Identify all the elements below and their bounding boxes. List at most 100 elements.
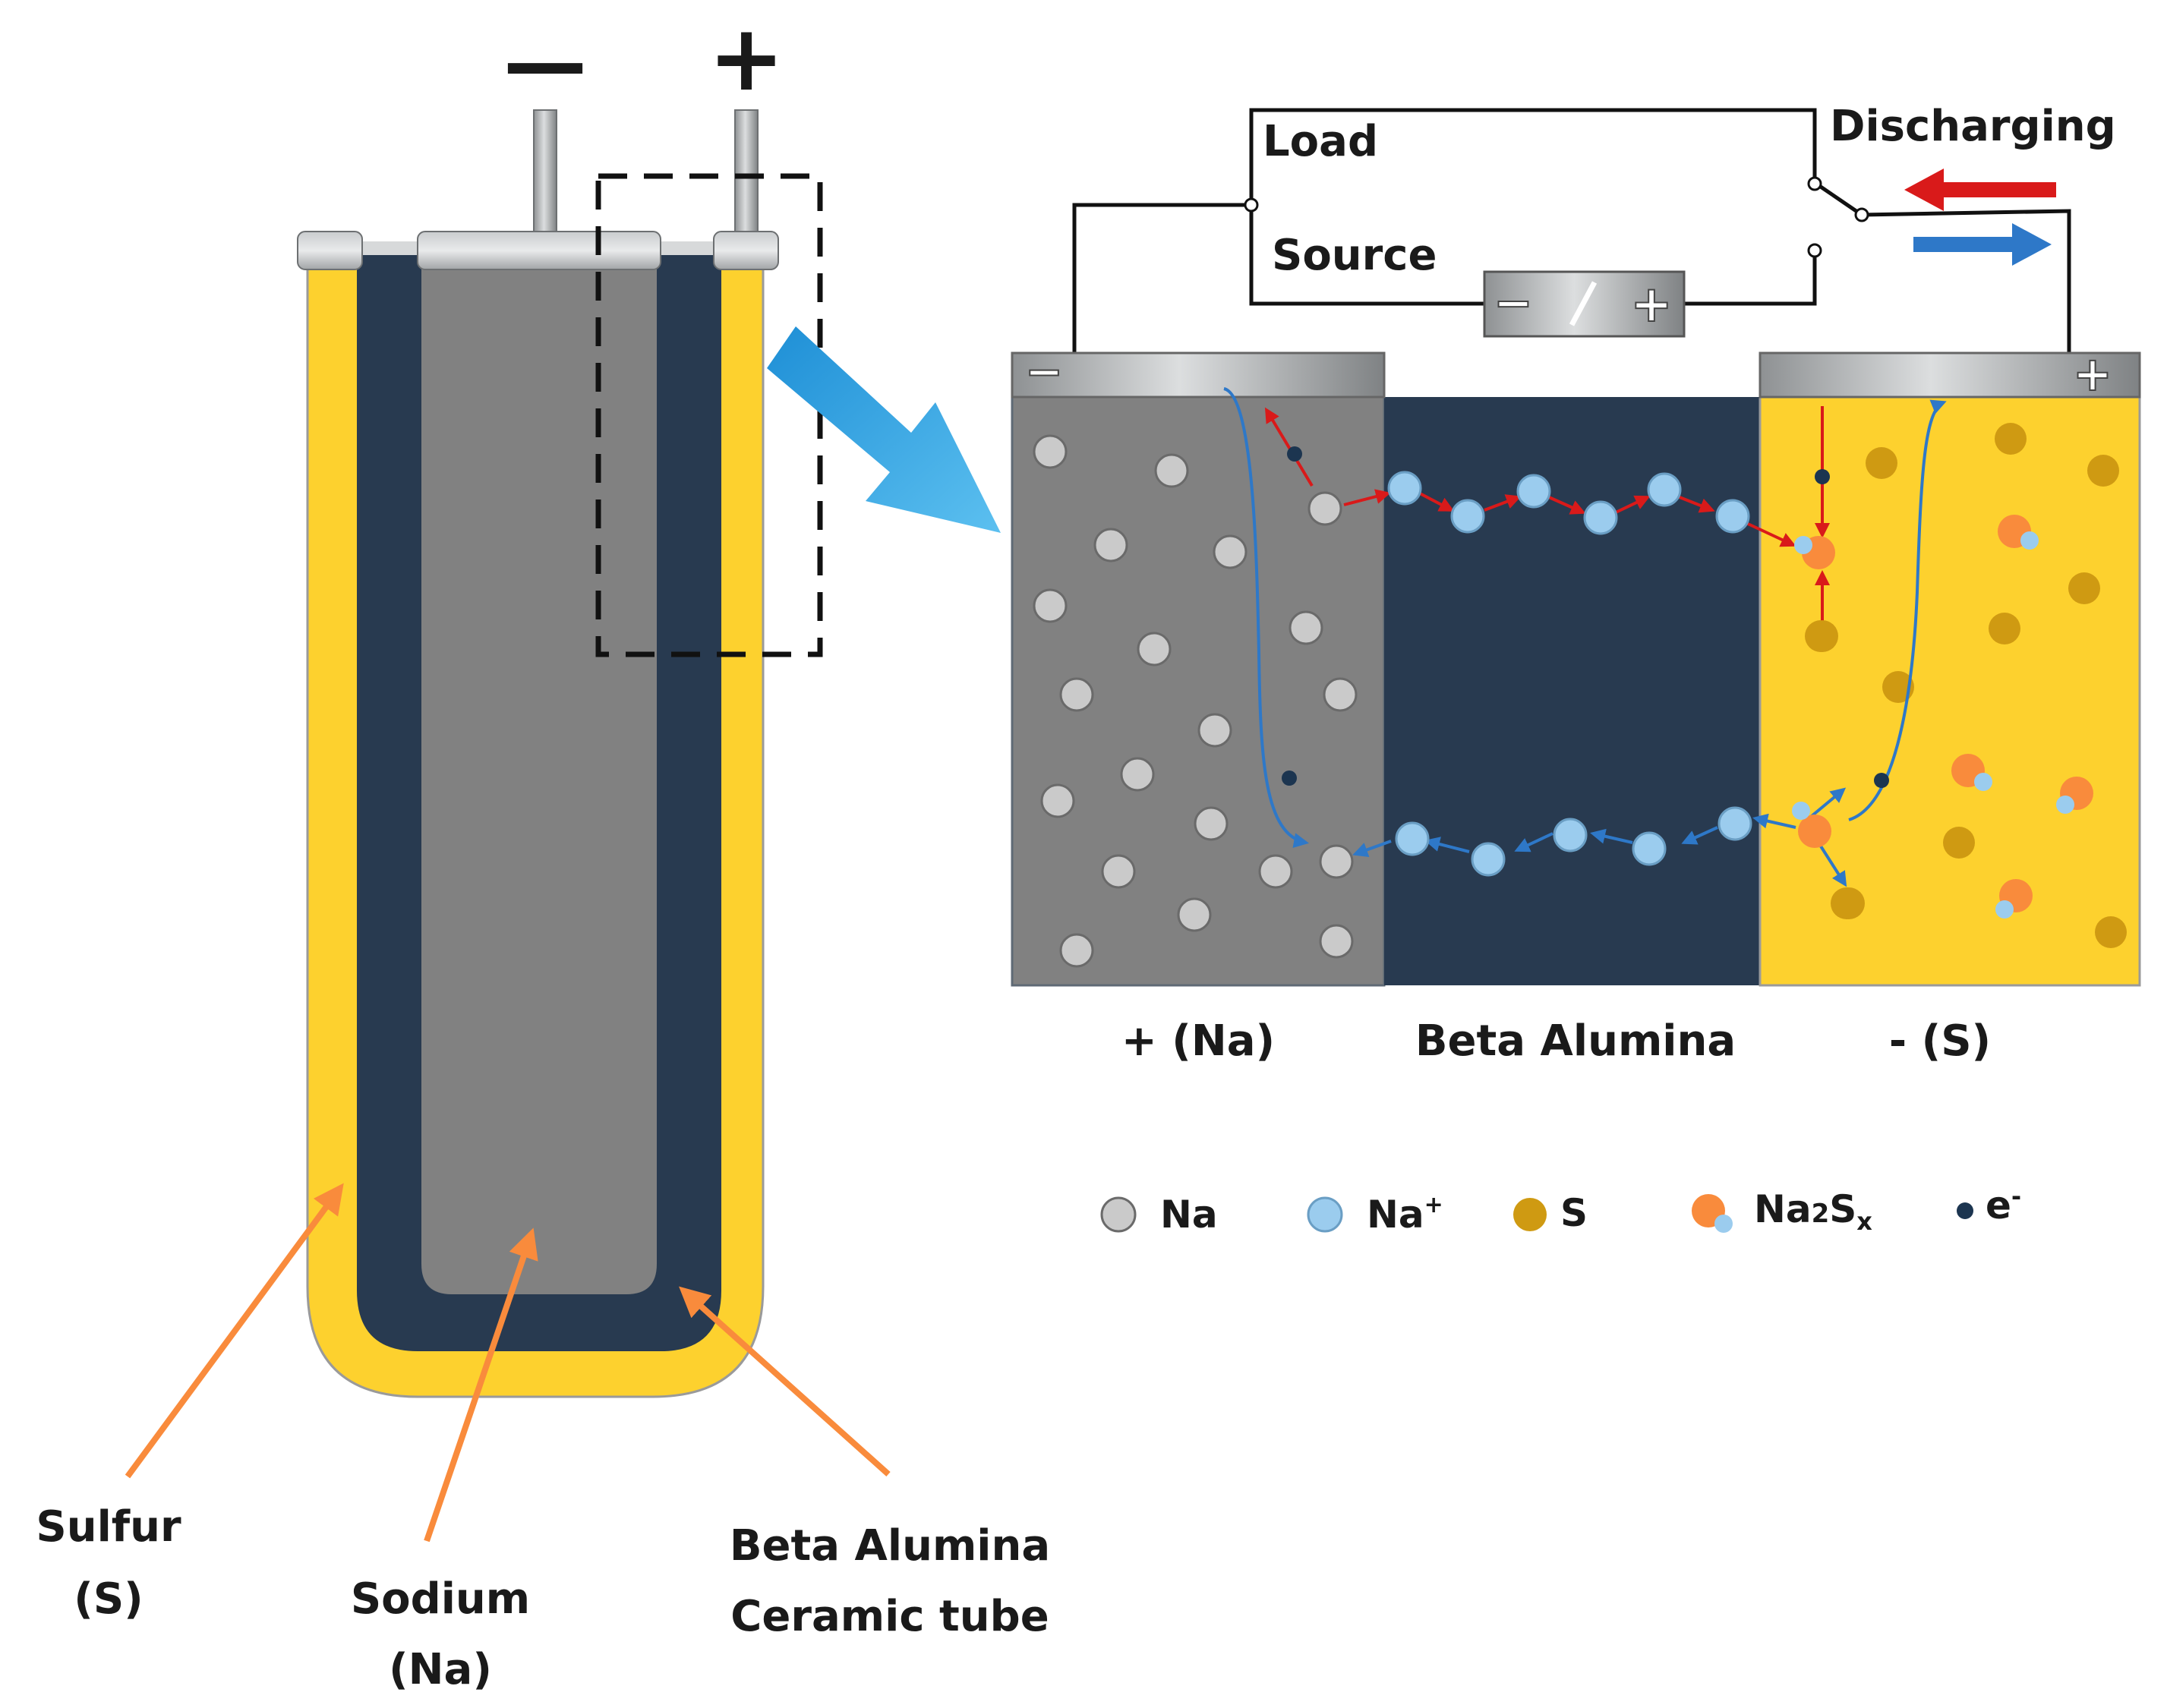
na2sx-dissociating: [1798, 815, 1831, 848]
discharge-electron-arrow: [1264, 407, 1314, 487]
electron: [1815, 469, 1830, 484]
negative-terminal-sign: —: [503, 14, 587, 111]
na-ion: [1718, 806, 1752, 841]
alumina-label-line1: Beta Alumina: [730, 1521, 1050, 1571]
s-atom: [1989, 613, 2020, 644]
legend-item-electron: e-: [1957, 1182, 2021, 1227]
na-ion: [1387, 471, 1422, 506]
electron-flow-left: [1223, 387, 1309, 848]
sodium-label-line1: Sodium: [351, 1574, 530, 1624]
na2sx: [2056, 777, 2093, 814]
zoom-arrow: [767, 326, 1001, 533]
legend-na-ion-sup: +: [1424, 1192, 1443, 1218]
legend-electron-label: e-: [1986, 1182, 2021, 1227]
na2sx-clusters: [1951, 515, 2093, 919]
sodium-callout-arrow: [424, 1227, 538, 1543]
s-atom: [1866, 447, 1897, 479]
legend-item-na2sx: Na2Sx: [1692, 1187, 1872, 1236]
legend-na-ion-swatch: [1307, 1196, 1343, 1233]
na-atom: [1177, 897, 1212, 932]
left-electrode-sign: −: [1025, 345, 1063, 399]
na-atom: [1307, 491, 1342, 526]
sodium-label-line2: (Na): [389, 1645, 492, 1694]
na-atom: [1197, 713, 1232, 748]
na-atom: [1319, 924, 1354, 959]
left-electrode-plate: [1011, 351, 1386, 399]
discharge-direction-arrow: [1904, 169, 2056, 211]
sulfur-label-line1: Sulfur: [36, 1502, 181, 1552]
circuit-wire-left: [1072, 203, 1251, 353]
na-ion: [1794, 536, 1812, 554]
na-atom: [1033, 588, 1068, 623]
center-cap: [417, 231, 661, 270]
legend-na2sx-ion: [1714, 1215, 1733, 1233]
node-switch-top: [1807, 176, 1822, 191]
right-electrode-sign: +: [2073, 346, 2112, 402]
section-label-beta-alumina: Beta Alumina: [1415, 1016, 1736, 1066]
electron: [1287, 446, 1302, 462]
beta-alumina-region: [1384, 397, 1760, 985]
na-atoms: [1033, 434, 1358, 968]
na-ion: [1553, 818, 1588, 852]
charge-direction-arrow: [1913, 223, 2052, 266]
circuit-source-right: [1684, 251, 1817, 306]
na-atom: [1154, 453, 1189, 488]
source-plus-sign: +: [1630, 275, 1672, 333]
na-ion: [1632, 831, 1667, 866]
na2sx: [1951, 754, 1992, 791]
positive-terminal-rod: [734, 109, 759, 232]
left-cap: [297, 231, 363, 270]
s-atom: [1833, 887, 1865, 919]
section-label-sulfur: - (S): [1889, 1016, 1991, 1066]
na-ion: [1516, 474, 1551, 509]
na-ion: [1471, 842, 1506, 877]
discharge-path: [1264, 406, 1838, 652]
load-label: Load: [1263, 117, 1378, 166]
na-atom: [1093, 528, 1128, 563]
na-ion: [1792, 802, 1810, 820]
s-atom: [2095, 916, 2127, 948]
right-electrode-plate: [1759, 351, 2141, 399]
na-atom: [1137, 632, 1172, 666]
na2sx: [1995, 879, 2033, 919]
cell-cross-section: — +: [297, 6, 1001, 1398]
legend-na-label: Na: [1160, 1193, 1218, 1237]
electron: [1874, 773, 1889, 788]
node-load-left: [1244, 197, 1259, 213]
node-switch-bottom: [1807, 243, 1822, 258]
na-ion: [1583, 500, 1618, 535]
section-label-sodium: + (Na): [1121, 1016, 1275, 1066]
s-atom: [1882, 671, 1914, 703]
source-battery-slash: [1569, 281, 1598, 326]
na-atom: [1040, 783, 1075, 818]
na-ion: [1450, 499, 1485, 534]
legend-electron-sup: -: [2011, 1182, 2021, 1211]
s-atom: [1806, 620, 1838, 652]
legend-item-na: Na: [1100, 1193, 1218, 1237]
legend-item-na-ion: Na+: [1307, 1192, 1443, 1237]
positive-terminal-sign: +: [708, 6, 785, 112]
na-ion: [1715, 499, 1750, 534]
legend-electron-swatch: [1957, 1202, 1973, 1219]
source-label: Source: [1272, 231, 1437, 280]
sulfur-callout-arrow: [125, 1183, 344, 1479]
na-atom: [1101, 854, 1136, 889]
na-atom: [1033, 434, 1068, 469]
na-atom: [1059, 677, 1094, 712]
na-atom: [1120, 757, 1155, 792]
sulfur-label-line2: (S): [74, 1574, 144, 1624]
s-atom: [1995, 423, 2027, 455]
na-atom: [1323, 677, 1358, 712]
na-ion: [1395, 821, 1430, 856]
na-atom: [1194, 806, 1229, 841]
source-minus-sign: −: [1494, 275, 1533, 330]
electron: [1282, 770, 1297, 786]
circuit-nodes: [1244, 176, 1869, 258]
na-atom: [1059, 933, 1094, 968]
legend-s-swatch: [1513, 1198, 1547, 1231]
legend-na2sx-label: Na2Sx: [1754, 1187, 1872, 1236]
source-battery: − +: [1483, 270, 1686, 338]
right-cap: [713, 231, 779, 270]
negative-terminal-rod: [533, 109, 557, 232]
